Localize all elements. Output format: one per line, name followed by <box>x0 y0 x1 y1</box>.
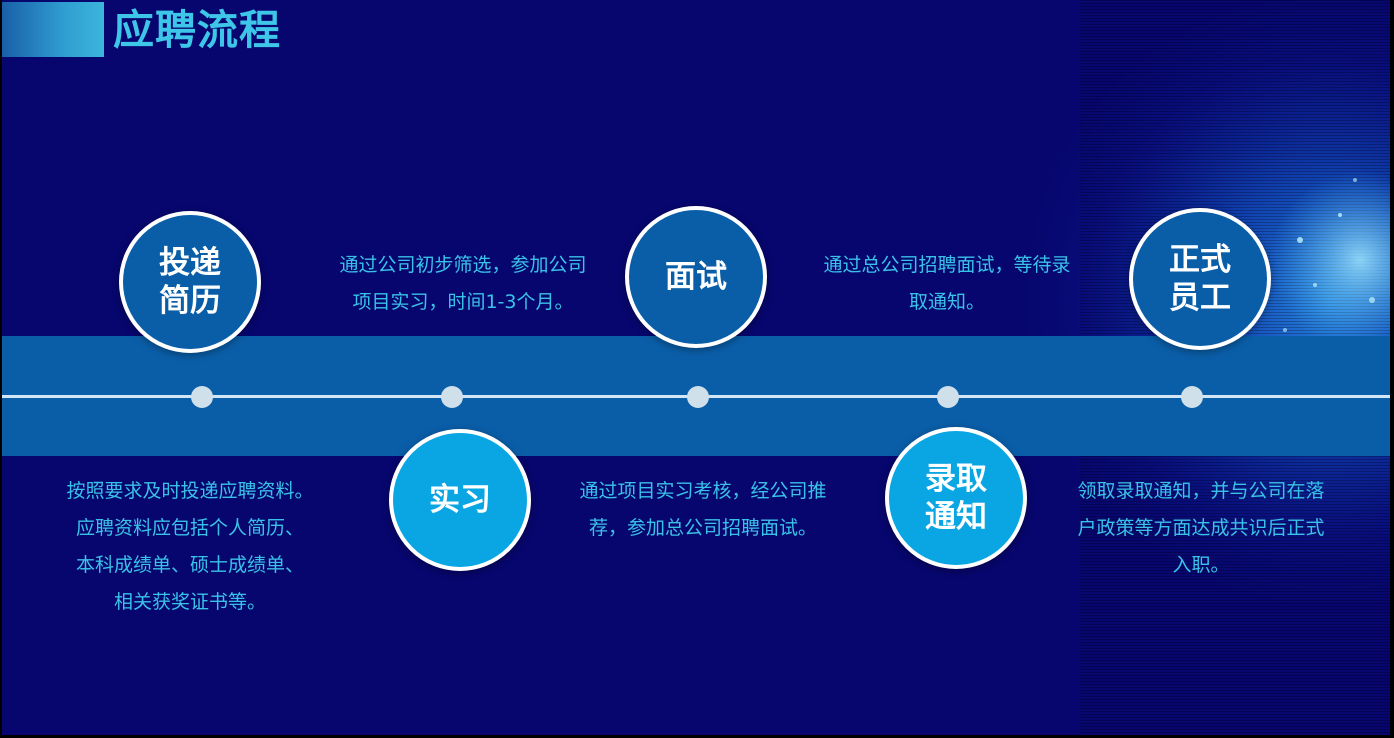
step-1-description-line: 应聘资料应包括个人简历、 <box>75 517 304 539</box>
step-1-description-line: 按照要求及时投递应聘资料。 <box>66 480 314 502</box>
timeline-dot-4 <box>937 386 959 408</box>
step-circle-internship: 实习 <box>389 429 531 571</box>
step-1-name-line-1: 投递 <box>159 245 221 281</box>
step-5-description: 领取录取通知，并与公司在落 户政策等方面达成共识后正式 入职。 <box>1041 473 1361 584</box>
step-3-description-line: 通过项目实习考核，经公司推 <box>579 480 827 502</box>
step-1-description: 按照要求及时投递应聘资料。 应聘资料应包括个人简历、 本科成绩单、硕士成绩单、 … <box>30 473 350 621</box>
step-5-name-line-2: 员工 <box>1169 280 1231 316</box>
timeline-dot-1 <box>191 386 213 408</box>
frame-border-right <box>1390 0 1394 738</box>
frame-border-left <box>0 0 2 738</box>
step-2-description-line: 通过公司初步筛选，参加公司 <box>339 254 587 276</box>
step-circle-interview: 面试 <box>625 206 767 348</box>
step-3-description-line: 荐，参加总公司招聘面试。 <box>588 517 817 539</box>
timeline-dot-2 <box>441 386 463 408</box>
step-circle-submit-resume: 投递 简历 <box>119 211 261 353</box>
page-title: 应聘流程 <box>113 6 281 54</box>
step-3-name-line-1: 面试 <box>665 259 727 295</box>
step-4-description-line: 通过总公司招聘面试，等待录 <box>823 254 1071 276</box>
step-1-description-line: 相关获奖证书等。 <box>113 591 266 613</box>
step-5-name-line-1: 正式 <box>1169 242 1231 278</box>
timeline-dot-3 <box>687 386 709 408</box>
step-4-name-line-1: 录取 <box>925 461 987 497</box>
step-4-description-line: 取通知。 <box>908 291 985 313</box>
step-2-name-line-1: 实习 <box>429 482 491 518</box>
step-circle-offer-notice: 录取 通知 <box>885 427 1027 569</box>
step-5-description-line: 户政策等方面达成共识后正式 <box>1077 517 1325 539</box>
step-1-description-line: 本科成绩单、硕士成绩单、 <box>75 554 304 576</box>
frame-border-bottom <box>0 735 1394 738</box>
step-1-name-line-2: 简历 <box>159 283 221 319</box>
step-5-description-line: 入职。 <box>1172 554 1230 576</box>
step-4-description: 通过总公司招聘面试，等待录 取通知。 <box>787 247 1107 321</box>
timeline-dot-5 <box>1181 386 1203 408</box>
step-4-name-line-2: 通知 <box>925 499 987 535</box>
step-circle-official-employee: 正式 员工 <box>1129 208 1271 350</box>
title-accent-bar <box>2 2 104 57</box>
step-3-description: 通过项目实习考核，经公司推 荐，参加总公司招聘面试。 <box>543 473 863 547</box>
step-2-description-line: 项目实习，时间1-3个月。 <box>352 291 574 313</box>
step-5-description-line: 领取录取通知，并与公司在落 <box>1077 480 1325 502</box>
step-2-description: 通过公司初步筛选，参加公司 项目实习，时间1-3个月。 <box>303 247 623 321</box>
